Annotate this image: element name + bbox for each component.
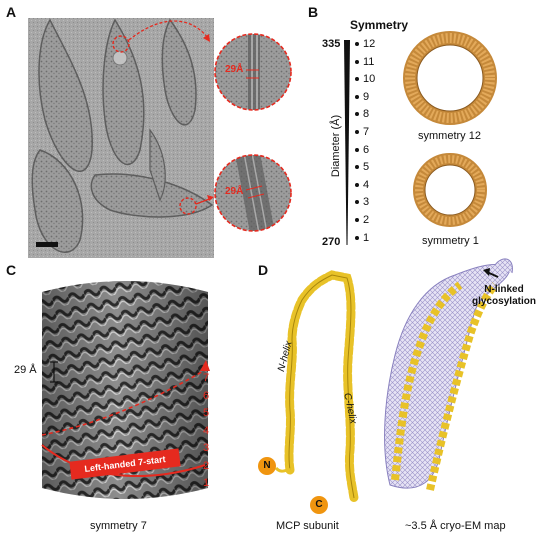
bullet-dot [355,165,359,170]
diameter-max: 335 [322,38,341,50]
symmetry-value: 1 [363,231,370,244]
ring-symmetry-12 [403,31,497,125]
zoom-inset-top [215,34,291,110]
bullet-dot [355,147,359,152]
start-number: 2 [203,459,210,472]
cryo-em-map [384,258,513,491]
n-terminus-marker: N [258,457,276,475]
symmetry-7-caption: symmetry 7 [90,520,147,532]
symmetry-heading: Symmetry [350,18,409,32]
symmetry-value: 10 [363,73,376,86]
ring-1-caption: symmetry 1 [422,235,479,247]
ring-12-caption: symmetry 12 [418,130,481,142]
symmetry-value: 3 [363,196,370,209]
symmetry-value: 12 [363,38,376,50]
symmetry-item: 6 [355,144,369,156]
diameter-min: 270 [322,236,341,248]
connector-top [128,20,209,41]
panel-letter-a: A [6,4,17,20]
bullet-dot [355,94,359,99]
symmetry-value: 8 [363,108,370,121]
symmetry-item: 9 [355,91,369,103]
symmetry-value: 5 [363,161,370,174]
panel-letter-b: B [308,4,319,20]
bullet-dot [355,77,359,82]
symmetry-item: 3 [355,196,369,208]
symmetry-item: 1 [355,232,369,244]
bullet-dot [355,200,359,205]
symmetry-value: 4 [363,178,370,191]
bullet-dot [355,235,359,240]
symmetry-value: 6 [363,143,370,156]
selection-circle-top [112,35,130,53]
symmetry-item: 12 [355,38,375,50]
diameter-axis-label: Diameter (Å) [330,114,342,178]
panel-a-figure [28,18,292,258]
virus-particles [31,18,214,253]
panel-letter-d: D [258,262,269,278]
scale-bar [36,242,58,247]
zoom-bottom-label: 29Å [225,186,244,197]
start-number: 5 [203,407,210,419]
pitch-bracket [50,361,58,383]
symmetry-value: 11 [363,55,375,68]
c-terminus-marker: C [310,496,328,514]
start-number: 4 [203,424,210,437]
bullet-dot [355,218,359,223]
symmetry-item: 7 [355,126,369,138]
symmetry-item: 10 [355,73,375,85]
bullet-dot [355,112,359,117]
start-number: 3 [203,442,210,454]
start-number: 6 [203,389,210,402]
cryo-em-caption: ~3.5 Å cryo-EM map [405,520,506,532]
diameter-wedge [344,40,350,245]
mcp-subunit-caption: MCP subunit [276,520,339,532]
bullet-dot [355,42,359,47]
pitch-label: 29 Å [14,364,37,376]
selection-circle-bottom [179,197,197,215]
symmetry-item: 2 [355,214,369,226]
start-number: 7 [203,372,210,384]
bullet-dot [355,130,359,135]
panel-letter-c: C [6,262,17,278]
ring-symmetry-1 [413,153,487,227]
zoom-inset-bottom [215,155,291,231]
symmetry-value: 9 [363,90,370,103]
capsid-model [41,281,210,499]
symmetry-item: 11 [355,56,374,68]
symmetry-item: 4 [355,179,369,191]
start-number: 1 [203,477,210,489]
bullet-dot [355,182,359,187]
symmetry-value: 7 [363,126,370,138]
symmetry-item: 8 [355,108,369,120]
glycosylation-label: N-linked glycosylation [472,284,536,307]
bullet-dot [355,59,359,64]
zoom-top-label: 29Å [225,64,244,75]
symmetry-value: 2 [363,214,370,226]
symmetry-item: 5 [355,161,369,173]
mcp-subunit-ribbon [274,270,359,503]
